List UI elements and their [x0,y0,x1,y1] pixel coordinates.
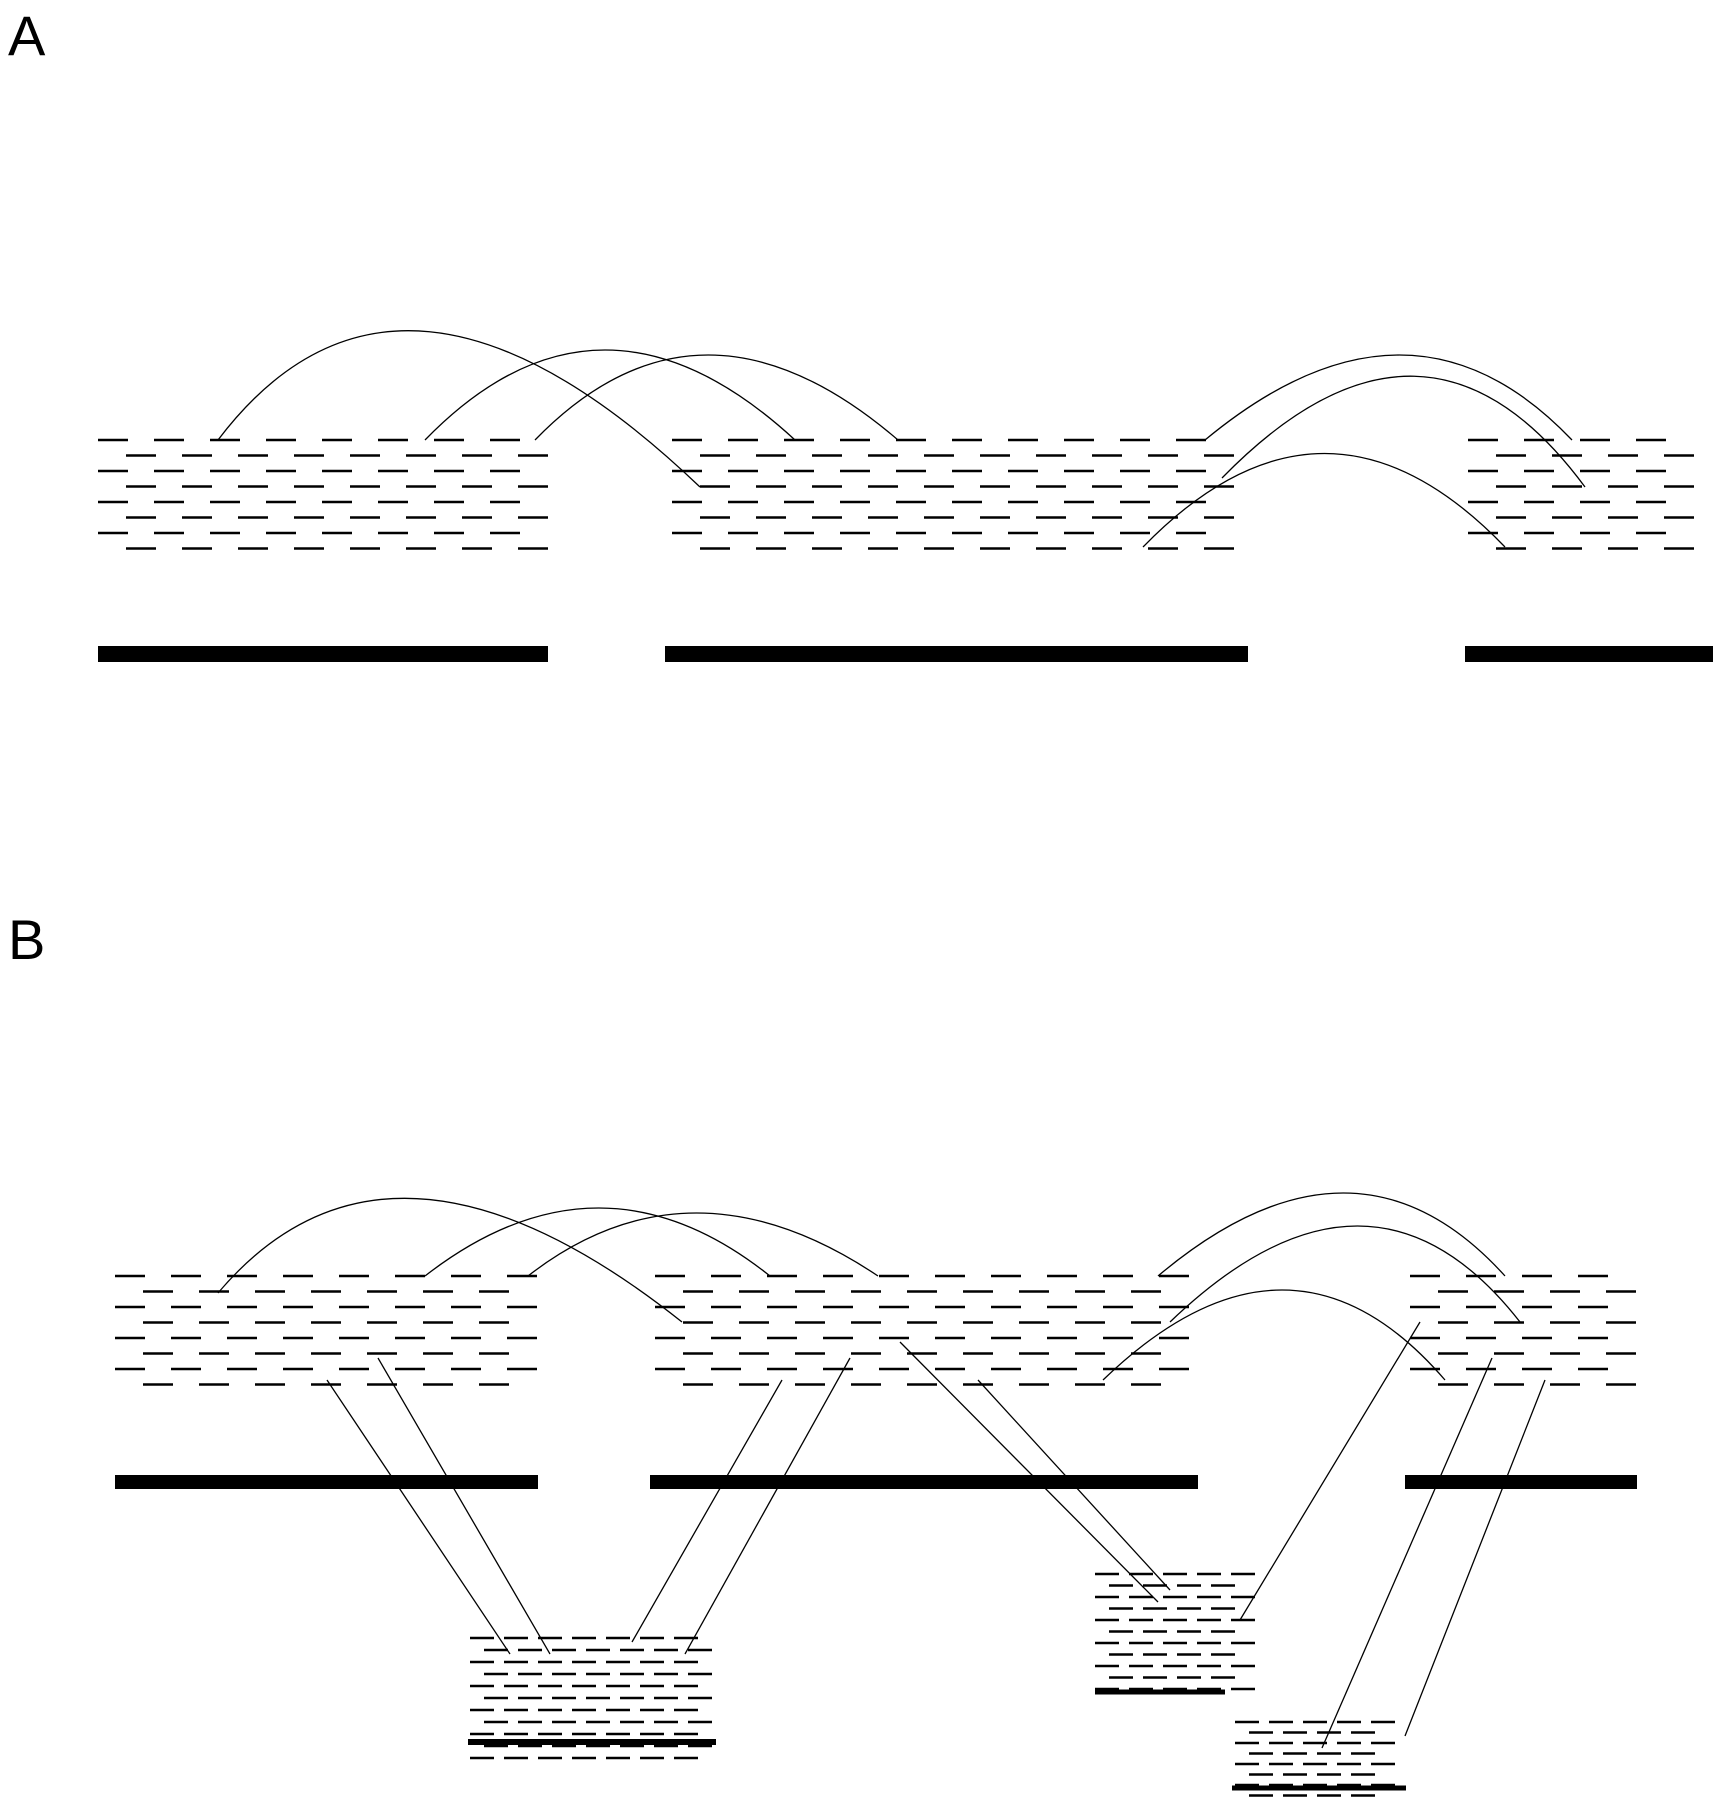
cross-link [326,1379,511,1655]
connecting-arc [534,354,899,441]
connecting-arc [1169,1225,1521,1323]
connecting-arc [1142,452,1506,548]
cross-link [1404,1379,1546,1737]
cross-link [977,1379,1171,1591]
panel-label-b: B [8,908,46,971]
connecting-arc [1102,1289,1446,1381]
cross-link [899,1341,1159,1603]
connecting-arc [217,330,701,488]
cross-link [684,1357,851,1655]
cross-link [377,1357,551,1655]
connecting-arc [424,1207,771,1277]
panel-b-diagram [115,1192,1637,1797]
cross-link [1239,1321,1421,1621]
connecting-arc [1204,354,1573,441]
connecting-arc [217,1197,683,1323]
connecting-arc [1157,1192,1506,1277]
connecting-arc [527,1212,879,1277]
panel-label-a: A [8,4,46,67]
cross-link [1321,1357,1493,1749]
panel-a-diagram [98,330,1713,662]
connecting-arc [1221,375,1586,488]
connecting-arc [424,349,796,441]
cross-link [631,1379,783,1643]
